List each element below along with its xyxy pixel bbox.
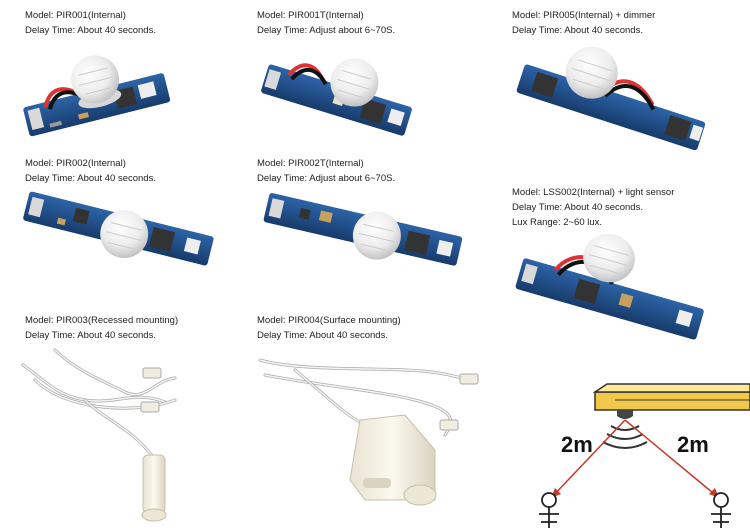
pir002t-board-image <box>255 192 465 297</box>
pir001-board-image <box>15 40 175 150</box>
delay-label: Delay Time: Adjust about 6~70S. <box>257 25 396 36</box>
pir001t-board-image <box>255 40 420 150</box>
pcb-board-icon <box>516 46 706 151</box>
model-label: Model: PIR001T(Internal) <box>257 10 364 21</box>
sensor-range-diagram: 2m 2m <box>525 382 750 528</box>
pcb-board-icon <box>23 55 171 137</box>
pcb-board-icon <box>263 193 463 266</box>
delay-label: Delay Time: About 40 seconds. <box>512 202 643 213</box>
pir003-cable-sensor-image <box>15 340 205 528</box>
pcb-board-icon <box>261 58 412 136</box>
model-label: Model: PIR002T(Internal) <box>257 158 364 169</box>
delay-label: Delay Time: About 40 seconds. <box>25 173 156 184</box>
pir002-board-image <box>15 188 215 288</box>
cable-sensor-icon <box>21 348 177 522</box>
left-distance-label: 2m <box>561 432 593 457</box>
model-label: Model: PIR005(Internal) + dimmer <box>512 10 656 21</box>
model-label: Model: PIR003(Recessed mounting) <box>25 315 179 326</box>
model-label: Model: PIR001(Internal) <box>25 10 126 21</box>
pcb-board-icon <box>515 234 704 340</box>
person-icon <box>711 492 731 528</box>
caption-lss002: Model: LSS002(Internal) + light sensor D… <box>512 185 674 230</box>
caption-pir002: Model: PIR002(Internal) Delay Time: Abou… <box>25 156 156 186</box>
caption-pir001: Model: PIR001(Internal) Delay Time: Abou… <box>25 8 156 38</box>
caption-pir002t: Model: PIR002T(Internal) Delay Time: Adj… <box>257 156 395 186</box>
caption-pir005: Model: PIR005(Internal) + dimmer Delay T… <box>512 8 655 38</box>
caption-pir003: Model: PIR003(Recessed mounting) Delay T… <box>25 313 178 343</box>
right-distance-label: 2m <box>677 432 709 457</box>
caption-pir004: Model: PIR004(Surface mounting) Delay Ti… <box>257 313 401 343</box>
lss002-board-image <box>510 228 710 353</box>
delay-label: Delay Time: About 40 seconds. <box>257 330 388 341</box>
model-label: Model: PIR004(Surface mounting) <box>257 315 401 326</box>
caption-pir001t: Model: PIR001T(Internal) Delay Time: Adj… <box>257 8 395 38</box>
cable-sensor-icon <box>258 358 479 506</box>
delay-label: Delay Time: Adjust about 6~70S. <box>257 173 396 184</box>
model-label: Model: LSS002(Internal) + light sensor <box>512 187 675 198</box>
delay-label: Delay Time: About 40 seconds. <box>25 330 156 341</box>
delay-label: Delay Time: About 40 seconds. <box>512 25 643 36</box>
pir004-cable-sensor-image <box>255 340 485 528</box>
pir005-board-image <box>510 42 710 167</box>
person-icon <box>539 492 559 528</box>
delay-label: Delay Time: About 40 seconds. <box>25 25 156 36</box>
model-label: Model: PIR002(Internal) <box>25 158 126 169</box>
pcb-board-icon <box>23 191 214 266</box>
lux-label: Lux Range: 2~60 lux. <box>512 217 603 228</box>
led-strip <box>594 391 750 411</box>
